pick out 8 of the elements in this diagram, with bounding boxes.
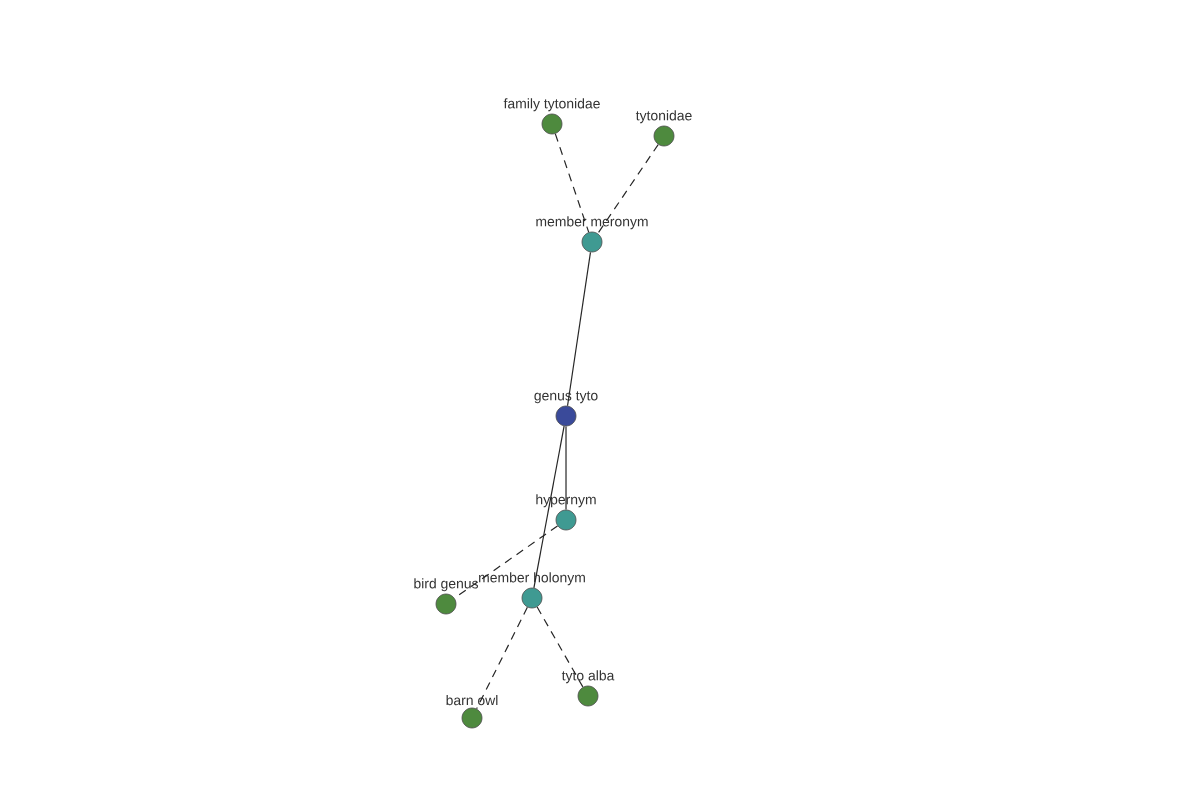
connector-line bbox=[566, 251, 592, 407]
connector-line bbox=[476, 606, 528, 710]
connector-line bbox=[565, 425, 567, 511]
connector-line bbox=[453, 525, 559, 599]
connector-line bbox=[533, 425, 565, 589]
connector-line bbox=[597, 144, 659, 234]
connector-line bbox=[554, 133, 590, 233]
connector-line bbox=[536, 606, 584, 688]
